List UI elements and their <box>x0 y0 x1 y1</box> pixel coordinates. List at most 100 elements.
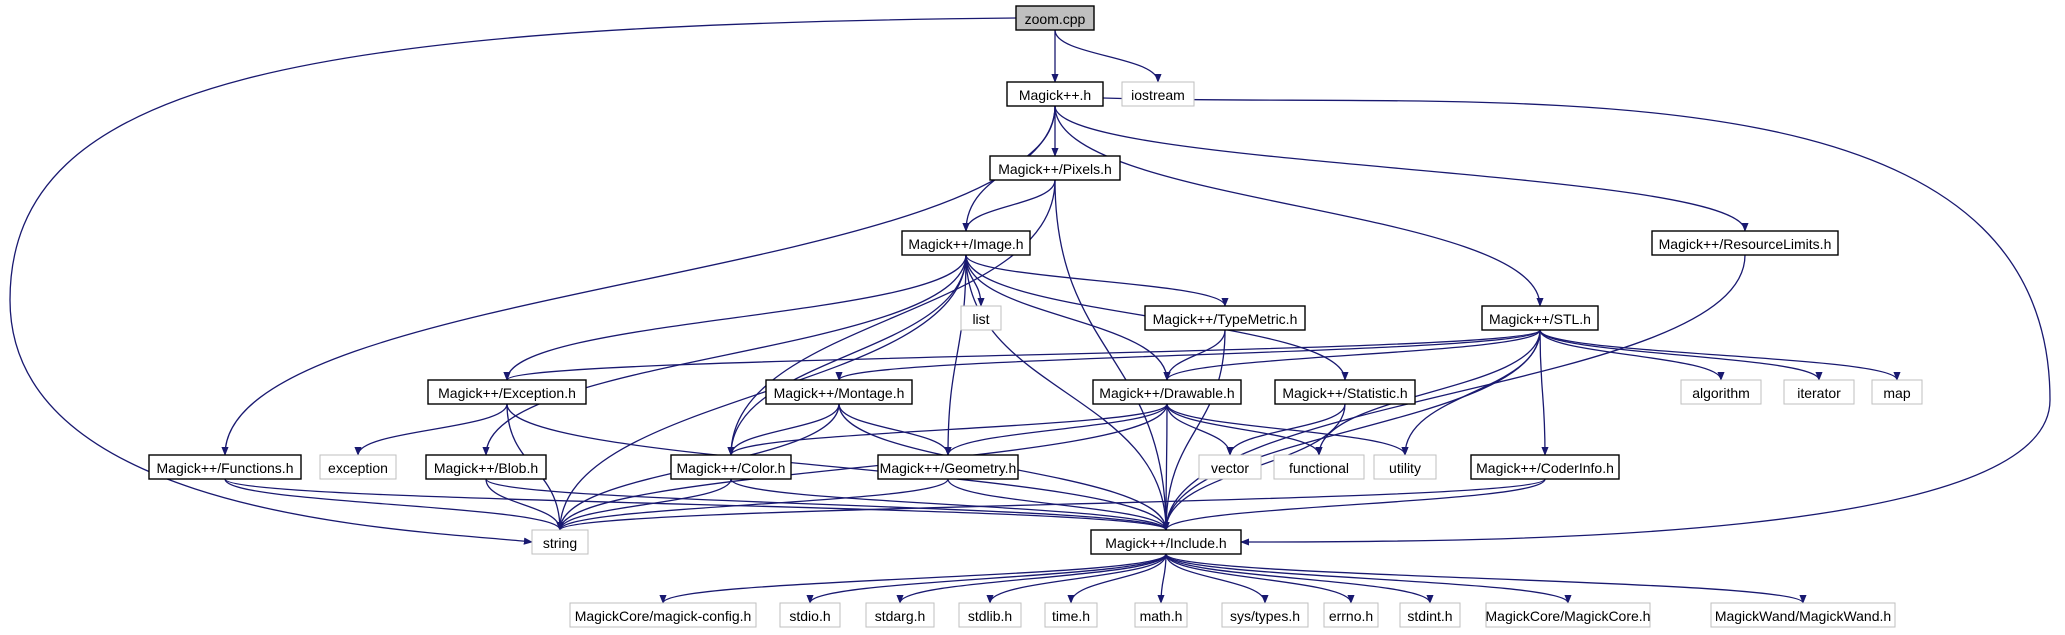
node-exception[interactable]: Magick++/Exception.h <box>427 379 587 405</box>
node-montage-box <box>765 379 913 405</box>
node-exceptionstd-box <box>319 454 397 480</box>
edge-stl-to-drawable <box>1163 329 1541 381</box>
edge-include-to-time <box>1067 553 1167 604</box>
edge-drawable-to-string <box>556 403 1168 531</box>
node-geometry-box <box>877 454 1019 480</box>
node-magick-label: Magick++.h <box>1019 87 1091 103</box>
node-systypes-box <box>1221 602 1309 628</box>
node-functional: functional <box>1273 454 1365 480</box>
edge-magick-to-include <box>1102 97 2051 546</box>
node-magickwand-label: MagickWand/MagickWand.h <box>1715 608 1891 624</box>
node-time-box <box>1044 602 1098 628</box>
node-statistic-box <box>1274 379 1416 405</box>
node-exceptionstd-label: exception <box>328 460 388 476</box>
node-magick[interactable]: Magick++.h <box>1006 81 1104 107</box>
edge-drawable-to-geometry <box>944 403 1168 456</box>
node-functions-box <box>148 454 302 480</box>
node-image[interactable]: Magick++/Image.h <box>901 230 1031 256</box>
node-iostream-box <box>1121 81 1195 107</box>
node-time-label: time.h <box>1052 608 1090 624</box>
edge-functions-to-string <box>224 478 564 531</box>
node-stdarg: stdarg.h <box>865 602 935 628</box>
edge-montage-to-geometry <box>838 403 952 456</box>
node-zoom-box <box>1015 5 1095 31</box>
node-montage-label: Magick++/Montage.h <box>774 385 905 401</box>
node-iostream-label: iostream <box>1131 87 1185 103</box>
edge-include-to-magickwand <box>1165 553 1807 604</box>
node-algorithm-label: algorithm <box>1692 385 1750 401</box>
edge-include-to-systypes <box>1165 553 1269 604</box>
edge-image-to-typemetric <box>965 254 1229 307</box>
node-blob-label: Magick++/Blob.h <box>434 460 538 476</box>
edge-image-to-geometry <box>944 254 967 456</box>
node-stdlib-label: stdlib.h <box>968 608 1012 624</box>
node-stdio-box <box>779 602 841 628</box>
node-mconfig-box <box>569 602 757 628</box>
node-errno: errno.h <box>1323 602 1379 628</box>
edge-include-to-stdarg <box>896 553 1167 604</box>
node-exception-box <box>427 379 587 405</box>
edge-pixels-to-include <box>1054 179 1170 531</box>
node-statistic[interactable]: Magick++/Statistic.h <box>1274 379 1416 405</box>
node-functional-box <box>1273 454 1365 480</box>
edge-magick-to-stl <box>1054 105 1544 307</box>
node-vector-label: vector <box>1211 460 1249 476</box>
edge-stl-to-algorithm <box>1539 329 1725 381</box>
edge-image-to-exception <box>503 254 967 381</box>
edge-include-to-math <box>1157 553 1167 604</box>
node-stdint: stdint.h <box>1399 602 1461 628</box>
node-magick-box <box>1006 81 1104 107</box>
edge-stl-to-exception <box>503 329 1541 381</box>
node-functional-label: functional <box>1289 460 1349 476</box>
edge-coderinfo-to-string <box>556 478 1546 531</box>
node-include-label: Magick++/Include.h <box>1105 535 1226 551</box>
node-map-box <box>1871 379 1923 405</box>
edge-include-to-stdlib <box>986 553 1167 604</box>
edge-zoom-to-iostream <box>1054 29 1162 83</box>
node-pixels-box <box>989 155 1121 181</box>
node-functions-label: Magick++/Functions.h <box>157 460 294 476</box>
edge-include-to-stdint <box>1165 553 1434 604</box>
edge-magick-to-reslimits <box>1054 105 1749 232</box>
node-image-box <box>901 230 1031 256</box>
node-blob[interactable]: Magick++/Blob.h <box>425 454 547 480</box>
edge-stl-to-include <box>1162 329 1541 531</box>
node-magickcore-box <box>1485 602 1651 628</box>
node-reslimits[interactable]: Magick++/ResourceLimits.h <box>1651 230 1839 256</box>
edge-pixels-to-image <box>962 179 1056 232</box>
node-drawable-label: Magick++/Drawable.h <box>1099 385 1234 401</box>
node-geometry[interactable]: Magick++/Geometry.h <box>877 454 1019 480</box>
node-reslimits-label: Magick++/ResourceLimits.h <box>1659 236 1832 252</box>
node-geometry-label: Magick++/Geometry.h <box>880 460 1017 476</box>
node-math-box <box>1134 602 1188 628</box>
node-errno-box <box>1323 602 1379 628</box>
node-color-box <box>670 454 792 480</box>
node-stdarg-label: stdarg.h <box>875 608 926 624</box>
node-stdio: stdio.h <box>779 602 841 628</box>
node-drawable[interactable]: Magick++/Drawable.h <box>1092 379 1242 405</box>
node-stl[interactable]: Magick++/STL.h <box>1481 305 1599 331</box>
node-coderinfo[interactable]: Magick++/CoderInfo.h <box>1470 454 1620 480</box>
edge-stl-to-map <box>1539 329 1901 381</box>
node-color[interactable]: Magick++/Color.h <box>670 454 792 480</box>
node-coderinfo-box <box>1470 454 1620 480</box>
edge-image-to-include <box>965 254 1170 531</box>
node-pixels[interactable]: Magick++/Pixels.h <box>989 155 1121 181</box>
node-include[interactable]: Magick++/Include.h <box>1090 529 1242 555</box>
node-exceptionstd: exception <box>319 454 397 480</box>
node-typemetric-box <box>1144 305 1306 331</box>
node-montage[interactable]: Magick++/Montage.h <box>765 379 913 405</box>
node-algorithm: algorithm <box>1680 379 1762 405</box>
edge-exception-to-include <box>506 403 1170 531</box>
node-functions[interactable]: Magick++/Functions.h <box>148 454 302 480</box>
node-zoom-label: zoom.cpp <box>1025 11 1086 27</box>
edge-drawable-to-functional <box>1166 403 1323 456</box>
node-list-box <box>960 305 1002 331</box>
node-typemetric[interactable]: Magick++/TypeMetric.h <box>1144 305 1306 331</box>
edge-image-to-blob <box>482 254 967 456</box>
node-zoom[interactable]: zoom.cpp <box>1015 5 1095 31</box>
node-utility-box <box>1373 454 1437 480</box>
node-stdio-label: stdio.h <box>789 608 830 624</box>
